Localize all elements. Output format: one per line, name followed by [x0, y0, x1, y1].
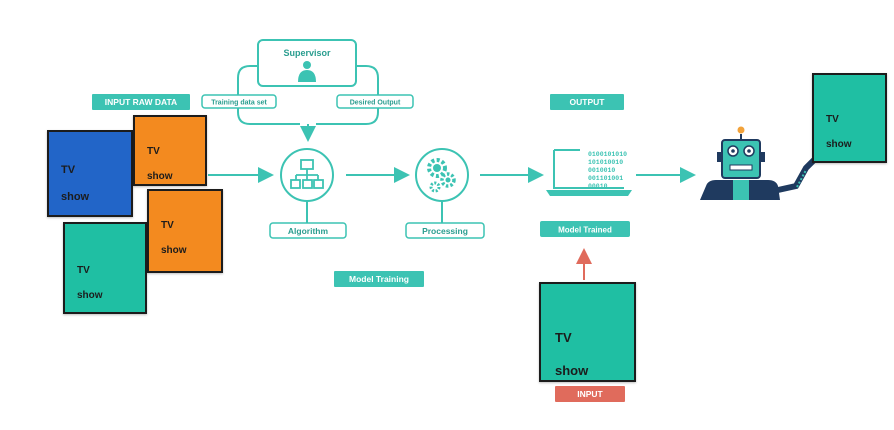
robot-icon — [700, 126, 817, 200]
model-training-tag: Model Training — [334, 271, 424, 287]
tv-card-line2: show — [555, 362, 589, 378]
binary-line: 0100101010 — [588, 151, 627, 158]
tv-card-line1: TV — [826, 113, 839, 125]
tv-card-line1: TV — [61, 163, 76, 176]
algorithm-label: Algorithm — [288, 226, 329, 236]
desired-output-label: Desired Output — [350, 100, 401, 107]
output-tag: OUTPUT — [550, 94, 624, 110]
model-trained-label: Model Trained — [558, 226, 612, 235]
tv-card-line2: show — [826, 138, 852, 150]
tv-card-line2: show — [61, 191, 90, 204]
tv-card-line1: TV — [77, 264, 90, 276]
tv-show-card-orange-2: TV show — [147, 189, 223, 273]
input-tag: INPUT — [555, 386, 625, 402]
binary-line: 001101001 — [588, 175, 623, 182]
binary-code: 0100101010 101010010 0010010 001101001 0… — [588, 151, 627, 190]
flowchart-icon — [290, 159, 324, 189]
laptop-icon — [546, 149, 632, 196]
tv-card-line2: show — [161, 244, 187, 256]
training-data-set-label: Training data set — [211, 100, 267, 107]
tv-card-line2: show — [77, 289, 103, 301]
tv-card-line1: TV — [555, 330, 572, 346]
gears-icon — [427, 158, 456, 193]
tv-card-line1: TV — [147, 145, 160, 157]
person-icon — [298, 61, 316, 82]
supervisor-label: Supervisor — [283, 48, 331, 58]
tv-show-card-blue: TV show — [47, 130, 133, 217]
tv-card-line2: show — [147, 170, 173, 182]
binary-line: 101010010 — [588, 159, 623, 166]
tv-show-card-teal-input: TV show — [539, 282, 636, 382]
binary-line: 00010 — [588, 183, 608, 190]
binary-line: 0010010 — [588, 167, 615, 174]
tv-show-card-teal-output: TV show — [812, 73, 887, 163]
tv-card-line1: TV — [161, 219, 174, 231]
processing-label: Processing — [422, 226, 468, 236]
tv-show-card-teal-input-raw: TV show — [63, 222, 147, 314]
input-raw-data-tag: INPUT RAW DATA — [92, 94, 190, 110]
tv-show-card-orange-1: TV show — [133, 115, 207, 186]
